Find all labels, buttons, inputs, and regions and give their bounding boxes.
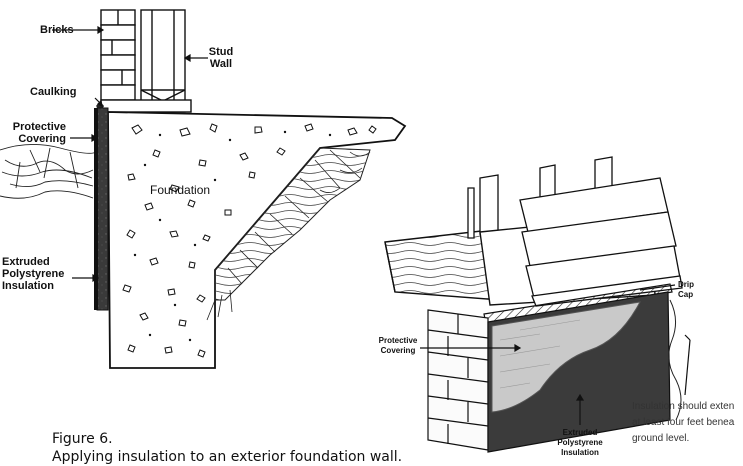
joist-end — [384, 241, 396, 293]
soil-left — [0, 144, 97, 199]
left-leader-lines — [52, 25, 208, 283]
backfill-hatching — [214, 147, 371, 301]
label-right-protective-covering-line1: Protective — [378, 336, 418, 345]
siding-boards — [519, 177, 683, 307]
figure-caption: Applying insulation to an exterior found… — [52, 449, 403, 465]
label-insulation-line3: Insulation — [2, 280, 54, 292]
depth-note-line2: at least four feet benea — [632, 417, 735, 428]
right-cutaway — [384, 156, 691, 453]
left-protective-covering — [94, 108, 98, 310]
label-right-insulation-line1: Extruded — [562, 428, 598, 437]
block-foundation — [427, 309, 489, 451]
label-insulation-line1: Extruded — [2, 256, 50, 268]
label-protective-covering-line2: Covering — [18, 133, 66, 145]
covering-texture — [499, 319, 581, 389]
stud-wall — [140, 9, 186, 113]
left-cross-section — [0, 9, 407, 369]
label-protective-covering-line1: Protective — [12, 121, 66, 133]
right-protective-covering — [491, 301, 641, 413]
grade-line — [668, 299, 682, 421]
label-drip-cap-line1: Drip — [678, 280, 694, 289]
label-foundation: Foundation — [150, 183, 211, 197]
depth-note-line1: Insulation should exten — [632, 401, 735, 412]
label-stud-wall-line1: Stud — [208, 46, 234, 58]
figure-number: Figure 6. — [52, 431, 113, 447]
sill-plate — [100, 99, 192, 113]
left-insulation-board — [96, 107, 109, 311]
brick-stack — [100, 9, 136, 101]
depth-note-line3: ground level. — [632, 433, 690, 444]
label-drip-cap-line2: Cap — [678, 290, 694, 299]
label-caulking: Caulking — [30, 86, 77, 98]
label-right-insulation-line2: Polystyrene — [557, 438, 603, 447]
label-right-protective-covering-line2: Covering — [380, 346, 416, 355]
label-insulation-line2: Polystyrene — [2, 268, 65, 280]
aggregate-dots — [133, 130, 332, 342]
right-leader-lines — [420, 284, 691, 425]
label-right-insulation-line3: Insulation — [561, 448, 599, 457]
label-stud-wall-line2: Wall — [209, 58, 233, 70]
label-bricks: Bricks — [40, 24, 74, 36]
aggregate-stones — [122, 123, 377, 358]
backfill-strokes — [206, 149, 371, 321]
